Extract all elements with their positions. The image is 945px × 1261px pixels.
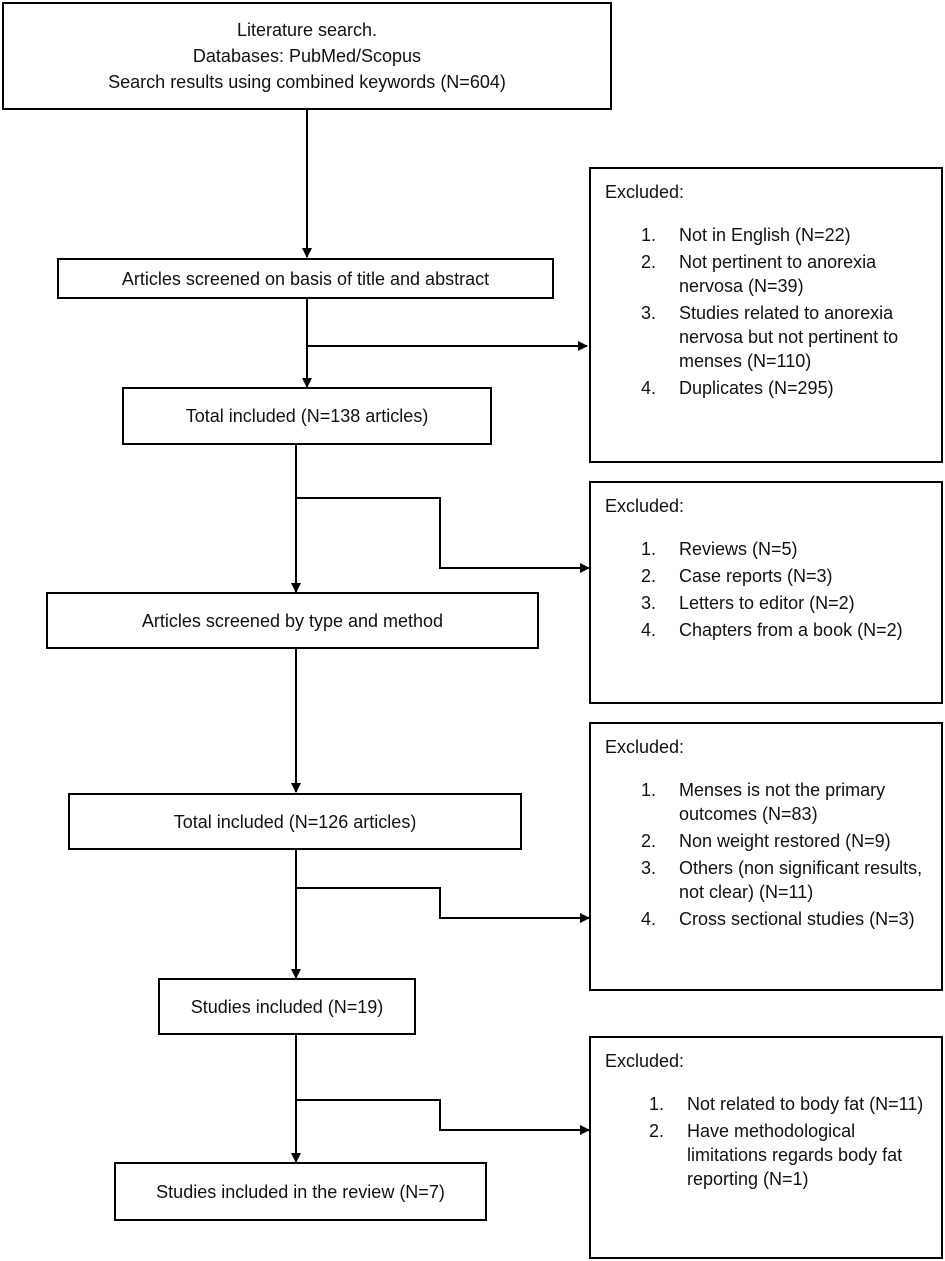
arrow-to-excluded-3 (296, 887, 590, 923)
list-item: 4.Cross sectional studies (N=3) (641, 909, 915, 929)
arrow-to-excluded-4 (296, 1099, 590, 1135)
total-included-138-box: Total included (N=138 articles) (122, 387, 492, 445)
excluded-heading: Excluded: (605, 496, 685, 516)
search-line-2: Databases: PubMed/Scopus (192, 46, 422, 66)
list-item: 4.Duplicates (N=295) (641, 378, 834, 398)
studies-included-review-box: Studies included in the review (N=7) (114, 1162, 487, 1221)
excluded-box-4: Excluded: 1.Not related to body fat (N=1… (589, 1036, 943, 1259)
list-item: 1.Not in English (N=22) (641, 225, 851, 245)
total-included-126-box: Total included (N=126 articles) (68, 793, 522, 850)
list-item: 3.Others (non significant results, not c… (641, 858, 923, 902)
list-item: 1.Reviews (N=5) (641, 539, 798, 559)
screen-title-abstract-box: Articles screened on basis of title and … (57, 258, 554, 299)
list-item: 2.Not pertinent to anorexia nervosa (N=3… (641, 252, 877, 296)
excluded-box-2: Excluded: 1.Reviews (N=5) 2.Case reports… (589, 481, 943, 704)
list-item: 1.Not related to body fat (N=11) (649, 1094, 924, 1114)
list-item: 2.Non weight restored (N=9) (641, 831, 891, 851)
list-item: 3.Letters to editor (N=2) (641, 593, 855, 613)
screen-type-method-box: Articles screened by type and method (46, 592, 539, 649)
excluded-heading: Excluded: (605, 1051, 685, 1071)
excluded-box-3: Excluded: 1.Menses is not the primary ou… (589, 722, 943, 991)
search-line-3: Search results using combined keywords (… (108, 72, 506, 92)
arrow-to-excluded-2 (296, 497, 590, 573)
literature-search-box: Literature search. Databases: PubMed/Sco… (2, 2, 612, 110)
list-item: 1.Menses is not the primary outcomes (N=… (641, 780, 886, 824)
total-included-126-label: Total included (N=126 articles) (173, 811, 417, 832)
total-included-138-label: Total included (N=138 articles) (185, 406, 429, 426)
list-item: 4.Chapters from a book (N=2) (641, 620, 903, 640)
studies-included-19-box: Studies included (N=19) (158, 978, 416, 1035)
excluded-heading: Excluded: (605, 182, 685, 202)
excluded-box-1: Excluded: 1.Not in English (N=22) 2.Not … (589, 167, 943, 463)
studies-included-19-label: Studies included (N=19) (190, 996, 384, 1017)
screen-title-abstract-label: Articles screened on basis of title and … (121, 268, 490, 289)
screen-type-method-label: Articles screened by type and method (141, 610, 444, 631)
search-line-1: Literature search. (236, 20, 378, 40)
excluded-heading: Excluded: (605, 737, 685, 757)
list-item: 3.Studies related to anorexia nervosa bu… (641, 303, 899, 371)
list-item: 2.Have methodological limitations regard… (649, 1121, 903, 1189)
list-item: 2.Case reports (N=3) (641, 566, 833, 586)
studies-included-review-label: Studies included in the review (N=7) (156, 1181, 445, 1202)
